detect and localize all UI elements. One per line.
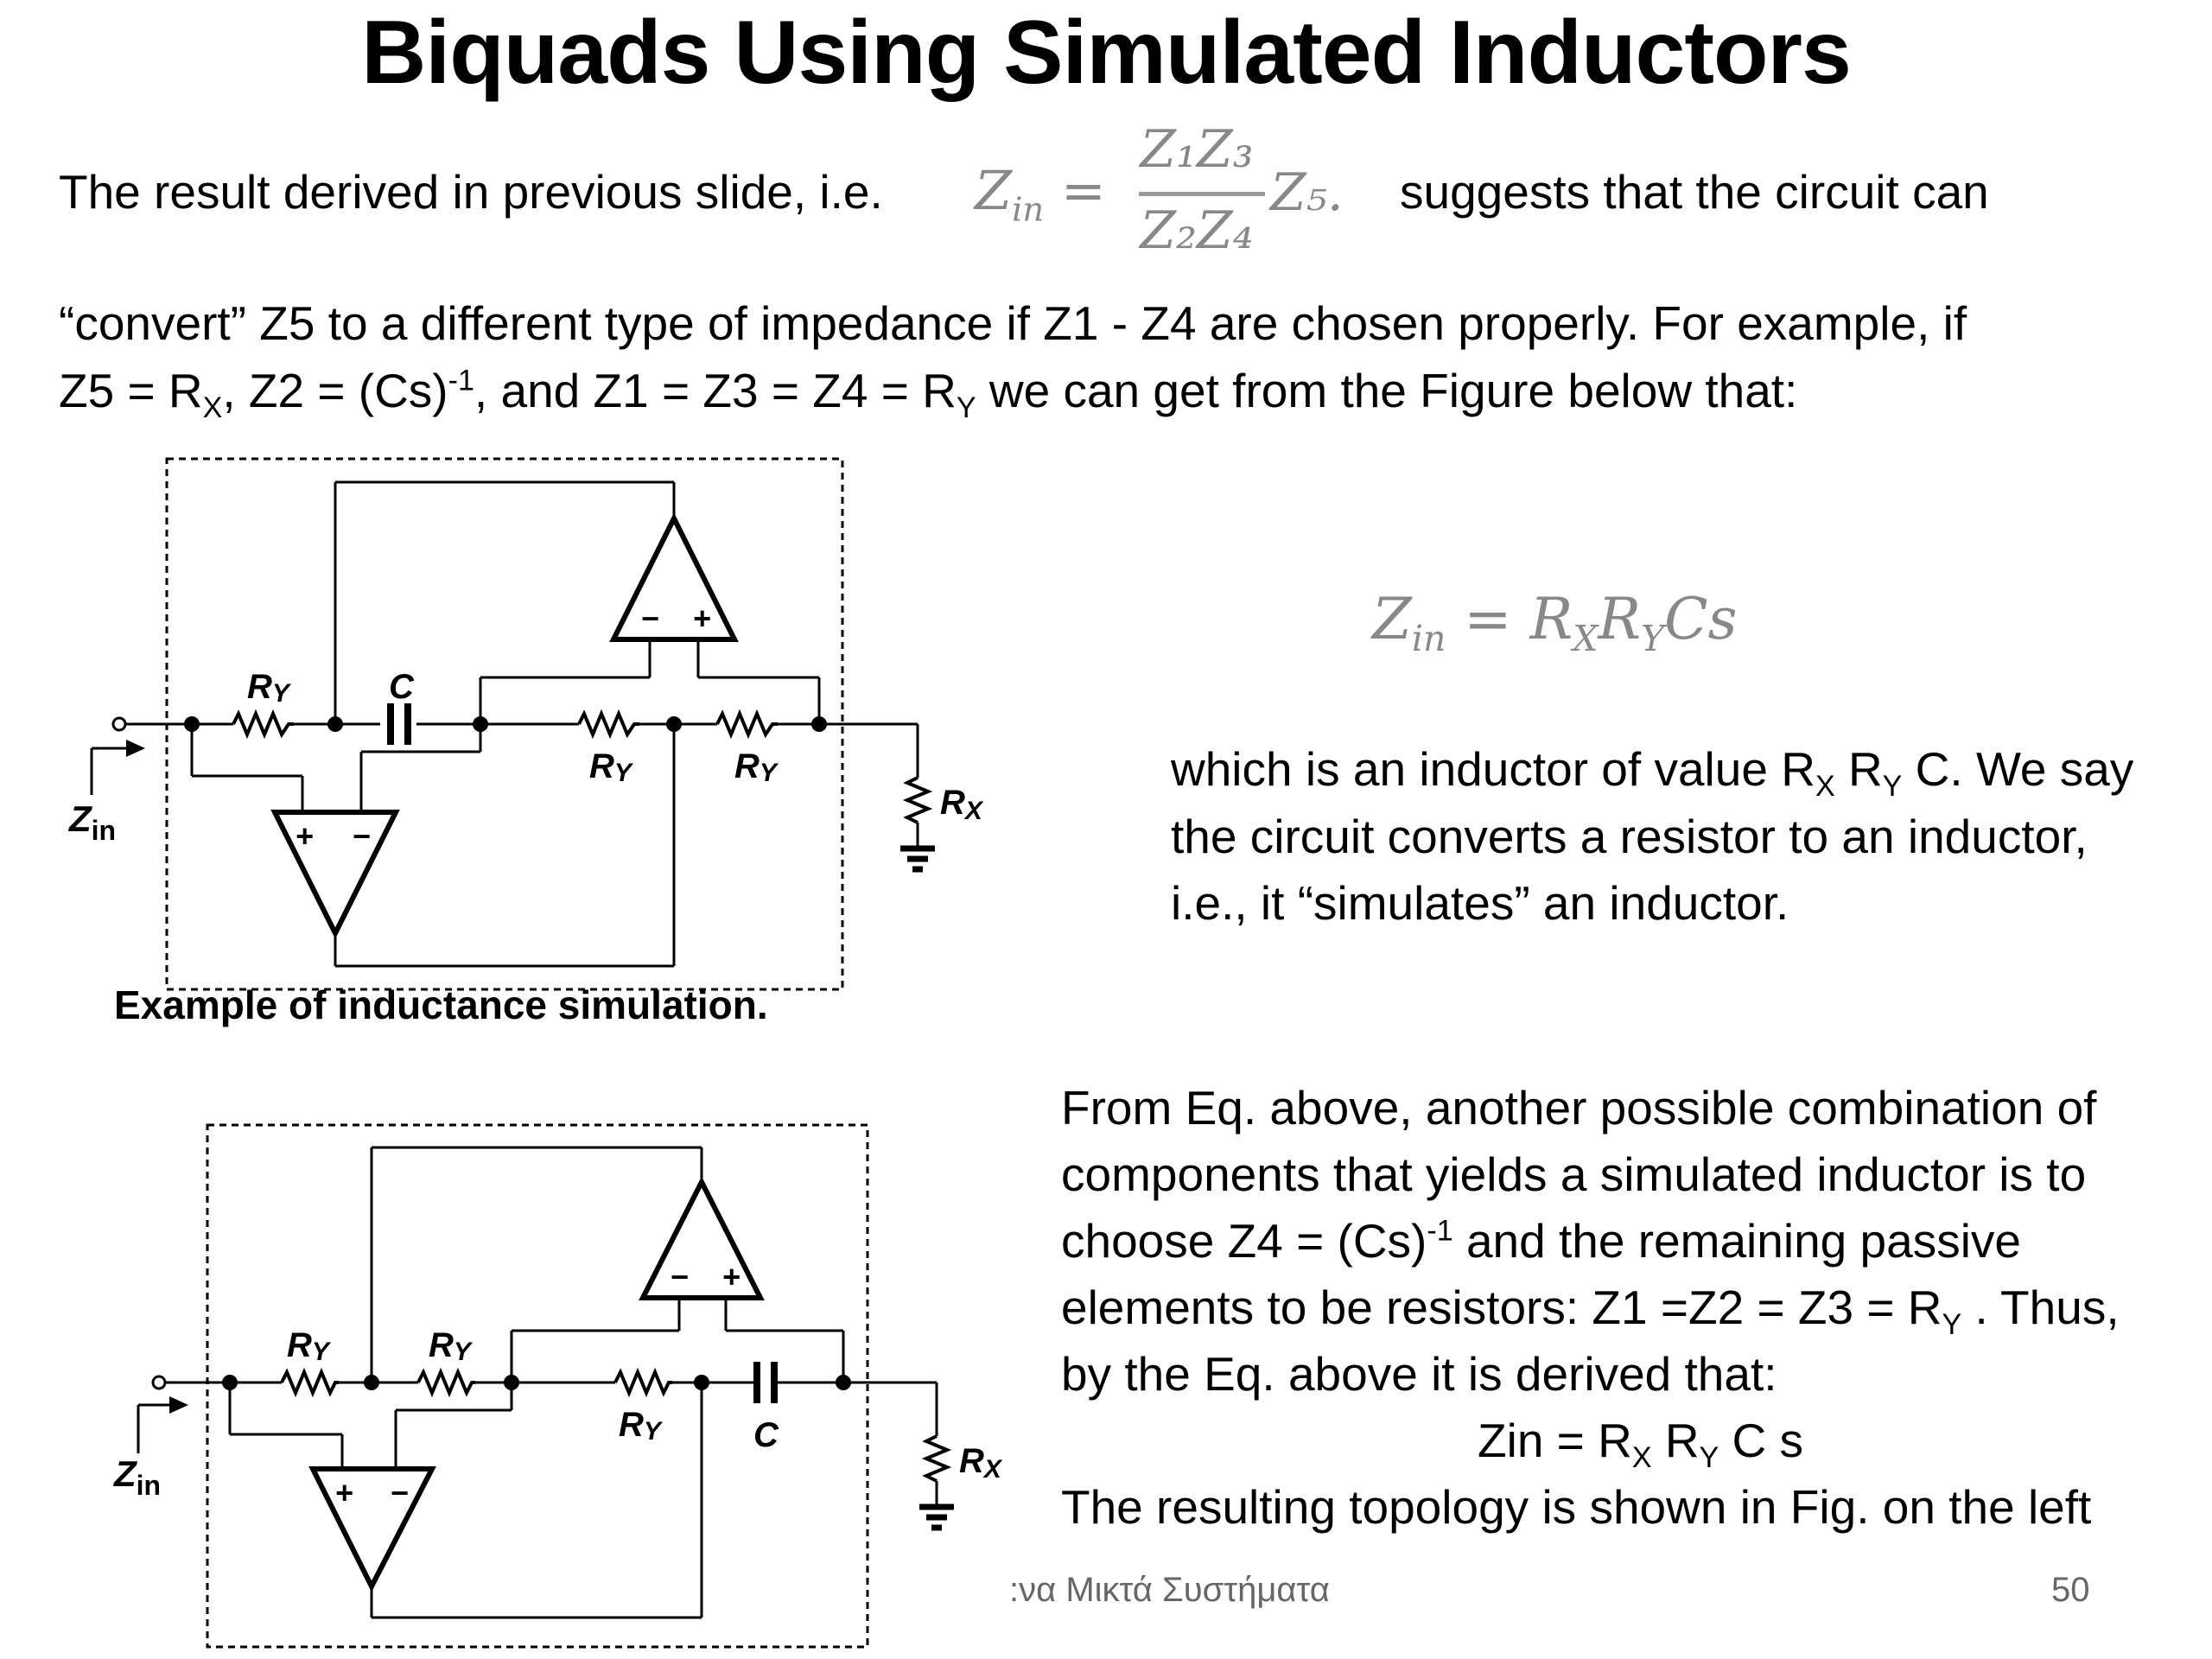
intro-equation-fraction-bar: [1139, 192, 1265, 196]
opamp-upper: [639, 1176, 765, 1300]
intro-equation-tail: Z₅.: [1270, 162, 1344, 223]
opamp-minus-label: −: [670, 1259, 688, 1294]
dashed-boundary: [206, 1123, 869, 1649]
footer-text: :να Μικτά Συστήματα: [1009, 1571, 1330, 1609]
resistor-ry-2: [416, 1367, 475, 1398]
node-dot: [473, 716, 488, 732]
resistor-ry-mid: [577, 709, 639, 740]
label-zin: Zin: [113, 1453, 161, 1501]
paragraph-line: i.e., it “simulates” an inductor.: [1171, 876, 1789, 930]
label-c: C: [389, 668, 415, 706]
label-rx: RX: [940, 784, 984, 825]
intro-text: The result derived in previous slide, i.…: [59, 165, 883, 219]
paragraph-line: “convert” Z5 to a different type of impe…: [59, 296, 1967, 350]
input-terminal: [111, 716, 127, 732]
derived-equation: Zin = RX RY C s: [1478, 1414, 1804, 1474]
opamp-upper: [609, 512, 739, 642]
slide-title: Biquads Using Simulated Inductors: [361, 3, 1852, 103]
paragraph-line: choose Z4 = (Cs)-1 and the remaining pas…: [1061, 1214, 2022, 1268]
label-ry-right: RY: [734, 747, 779, 787]
label-ry-1: RY: [287, 1326, 332, 1366]
opamp-minus-label: −: [390, 1475, 408, 1510]
label-ry-left: RY: [247, 668, 292, 708]
intro-equation-numerator: Z₁Z₃: [1140, 119, 1254, 180]
node-dot: [504, 1375, 519, 1390]
node-dot: [666, 716, 682, 732]
paragraph-line: the circuit converts a resistor to an in…: [1171, 810, 2088, 863]
label-rx: RX: [959, 1442, 1003, 1484]
opamp-plus-label: +: [721, 1259, 740, 1294]
resistor-ry-3: [613, 1367, 672, 1398]
intro-equation-lhs: Zin =: [975, 159, 1106, 230]
page-number: 50: [2051, 1571, 2090, 1609]
opamp-minus-label: −: [352, 818, 370, 854]
node-dot: [327, 716, 343, 732]
paragraph-line: which is an inductor of value RX RY C. W…: [1171, 742, 2134, 803]
paragraph-line: The resulting topology is shown in Fig. …: [1061, 1480, 2092, 1534]
input-terminal: [151, 1375, 167, 1390]
label-c: C: [753, 1416, 779, 1454]
resistor-ry-left: [232, 709, 294, 740]
opamp-plus-label: +: [334, 1475, 353, 1510]
resistor-rx: [902, 776, 933, 824]
intro-text-after: suggests that the circuit can: [1400, 165, 1989, 219]
node-dot: [184, 716, 200, 732]
node-dot: [694, 1375, 709, 1390]
resistor-ry-right: [715, 709, 778, 740]
label-ry-mid: RY: [589, 747, 634, 787]
inductance-equation: Zin = RXRYCs: [1372, 586, 1738, 660]
paragraph-line: by the Eq. above it is derived that:: [1061, 1347, 1777, 1401]
paragraph-line: From Eq. above, another possible combina…: [1061, 1081, 2097, 1135]
node-dot: [222, 1375, 238, 1390]
opamp-plus-label: +: [692, 601, 710, 636]
zin-arrow-icon: [169, 1396, 188, 1414]
node-dot: [811, 716, 827, 732]
paragraph-line: Z5 = RX, Z2 = (Cs)-1, and Z1 = Z3 = Z4 =…: [59, 364, 1798, 424]
paragraph-line: elements to be resistors: Z1 =Z2 = Z3 = …: [1061, 1281, 2120, 1341]
figure-caption: Example of inductance simulation.: [114, 982, 768, 1027]
resistor-ry-1: [280, 1367, 339, 1398]
label-ry-3: RY: [619, 1406, 664, 1446]
opamp-plus-label: +: [295, 818, 313, 854]
node-dot: [364, 1375, 379, 1390]
zin-arrow-icon: [126, 740, 145, 757]
paragraph-line: components that yields a simulated induc…: [1061, 1147, 2087, 1201]
circuit-diagram-1: − + + − RY C RY RY RX Zin: [68, 457, 984, 991]
circuit-diagram-2: − + + − RY RY RY C RX Zin: [113, 1123, 1003, 1649]
opamp-minus-label: −: [640, 601, 658, 636]
label-zin: Zin: [68, 798, 116, 846]
opamp-lower: [308, 1466, 436, 1592]
intro-equation-denominator: Z₂Z₄: [1140, 200, 1254, 261]
label-ry-2: RY: [429, 1326, 474, 1366]
opamp-lower: [270, 810, 400, 939]
node-dot: [836, 1375, 851, 1390]
resistor-rx: [921, 1434, 952, 1483]
